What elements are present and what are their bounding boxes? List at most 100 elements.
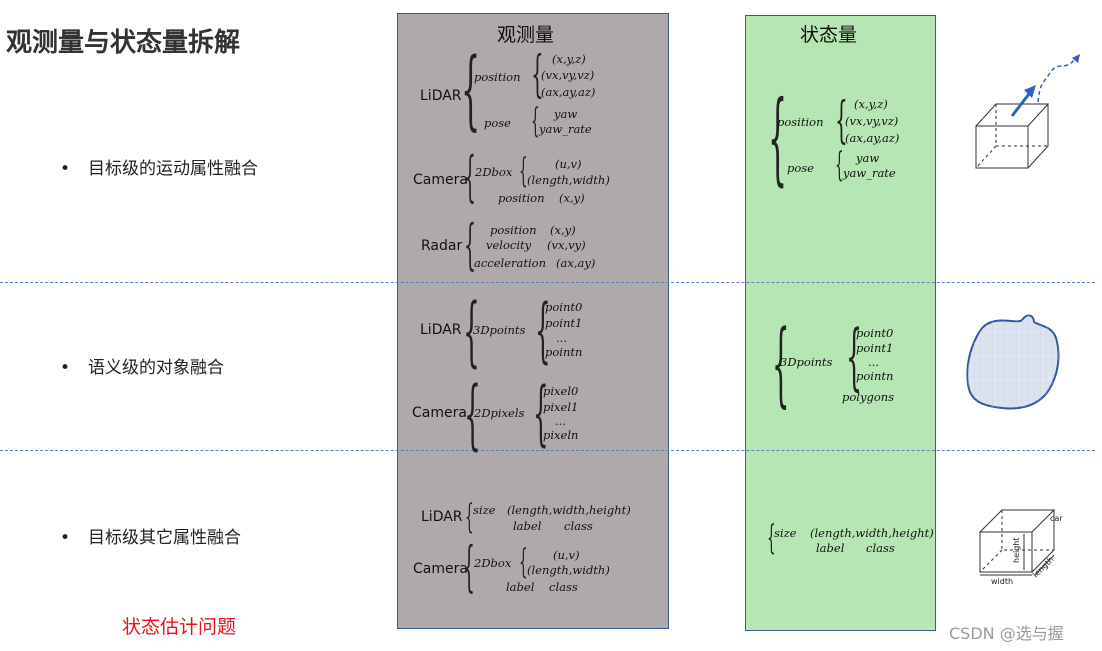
term-pointn: pointn	[545, 345, 583, 359]
brace-icon: {	[464, 369, 481, 458]
bullet-dot-icon: •	[60, 528, 71, 548]
brace-icon: {	[464, 145, 477, 208]
observation-header: 观测量	[497, 24, 555, 46]
sensor-camera: Camera	[413, 172, 468, 188]
brace-icon: {	[535, 289, 551, 371]
brace-icon: {	[846, 314, 863, 398]
term-uv: (u,v)	[555, 157, 582, 171]
brace-icon: {	[772, 310, 790, 417]
box-label-car: car	[1050, 514, 1063, 523]
term-class: class	[866, 541, 895, 555]
brace-icon: {	[768, 79, 788, 196]
term-vxyz: (vx,vy,vz)	[541, 68, 595, 82]
brace-icon: {	[461, 40, 481, 140]
state-column	[745, 15, 936, 631]
box-label-height: height	[1012, 538, 1021, 564]
polygon-blob-illustration	[966, 314, 1060, 410]
brace-icon: {	[463, 535, 476, 598]
cube-top-face	[979, 509, 1056, 533]
sensor-lidar: LiDAR	[421, 509, 463, 525]
bullet-other: •目标级其它属性融合	[60, 528, 241, 548]
bullet-motion: •目标级的运动属性融合	[60, 159, 258, 179]
state-estimation-label: 状态估计问题	[122, 616, 237, 638]
length-dimension-line	[1034, 554, 1055, 576]
term-pose: pose	[484, 116, 511, 130]
term-ellipsis: ...	[868, 355, 879, 369]
cube-front-face	[975, 125, 1029, 169]
term-position: position	[474, 70, 521, 84]
size-box-illustration: car height width length	[979, 509, 1063, 586]
cube-side-face	[1027, 104, 1049, 169]
brace-icon: {	[835, 91, 848, 149]
term-point1: point1	[856, 341, 894, 355]
term-lwh: (length,width,height)	[507, 503, 631, 517]
sensor-lidar: LiDAR	[420, 88, 462, 104]
term-2dpixels: 2Dpixels	[474, 406, 525, 420]
watermark: CSDN @选与握	[949, 624, 1064, 643]
term-size: size	[774, 526, 797, 540]
term-position: position	[498, 191, 545, 205]
term-label: label	[513, 519, 542, 533]
term-lw: (length,width)	[527, 563, 610, 577]
sensor-lidar: LiDAR	[420, 322, 462, 338]
brace-icon: {	[533, 372, 549, 454]
cube-hidden-edge	[979, 549, 1003, 573]
term-position: position	[490, 223, 537, 237]
cube-hidden-edge	[975, 145, 997, 169]
term-axyz: (ax,ay,az)	[541, 85, 596, 99]
term-size: size	[473, 503, 496, 517]
term-label: label	[506, 580, 535, 594]
brace-icon: {	[767, 518, 776, 558]
motion-box-illustration	[975, 54, 1080, 169]
term-uv: (u,v)	[553, 548, 580, 562]
term-vxyz: (vx,vy,vz)	[845, 114, 899, 128]
term-point1: point1	[545, 316, 583, 330]
brace-icon: {	[519, 151, 528, 191]
term-axy: (ax,ay)	[556, 256, 596, 270]
term-label: label	[816, 541, 845, 555]
term-pose: pose	[787, 161, 814, 175]
term-lwh: (length,width,height)	[810, 526, 934, 540]
term-xy: (x,y)	[550, 223, 576, 237]
brace-icon: {	[531, 45, 544, 103]
brace-icon: {	[464, 213, 477, 276]
trajectory-dashed-icon	[1037, 55, 1079, 103]
state-header: 状态量	[800, 24, 858, 46]
brace-icon: {	[531, 101, 540, 141]
term-pixel0: pixel0	[543, 384, 579, 398]
term-polygons: polygons	[842, 390, 895, 404]
bullet-semantic: •语义级的对象融合	[60, 358, 224, 378]
arrowhead-icon	[1024, 85, 1036, 98]
section-divider	[0, 450, 1095, 451]
term-velocity: velocity	[486, 238, 532, 252]
bullet-dot-icon: •	[60, 358, 71, 378]
term-position: position	[777, 115, 824, 129]
brace-icon: {	[519, 542, 528, 582]
sensor-camera: Camera	[413, 561, 468, 577]
page-title: 观测量与状态量拆解	[6, 28, 241, 58]
sensor-camera: Camera	[412, 405, 467, 421]
term-class: class	[564, 519, 593, 533]
term-pixel1: pixel1	[543, 400, 579, 414]
cube-front-face	[979, 531, 1033, 573]
brace-icon: {	[835, 145, 844, 185]
term-yaw-rate: yaw_rate	[843, 166, 896, 180]
term-2dbox: 2Dbox	[474, 556, 512, 570]
term-pixeln: pixeln	[543, 428, 579, 442]
term-ellipsis: ...	[555, 414, 566, 428]
term-3dpoints: 3Dpoints	[473, 323, 526, 337]
term-lw: (length,width)	[527, 173, 610, 187]
term-yaw: yaw	[856, 151, 880, 165]
term-pointn: pointn	[856, 369, 894, 383]
brace-icon: {	[465, 497, 474, 537]
term-vxy: (vx,vy)	[547, 238, 586, 252]
term-ellipsis: ...	[556, 331, 567, 345]
term-2dbox: 2Dbox	[475, 165, 513, 179]
bullet-dot-icon: •	[60, 159, 71, 179]
term-point0: point0	[545, 300, 583, 314]
term-3dpoints: 3Dpoints	[780, 355, 833, 369]
term-xyz: (x,y,z)	[552, 52, 586, 66]
observation-column	[397, 13, 669, 629]
term-yaw-rate: yaw_rate	[539, 122, 592, 136]
term-acceleration: acceleration	[474, 256, 547, 270]
